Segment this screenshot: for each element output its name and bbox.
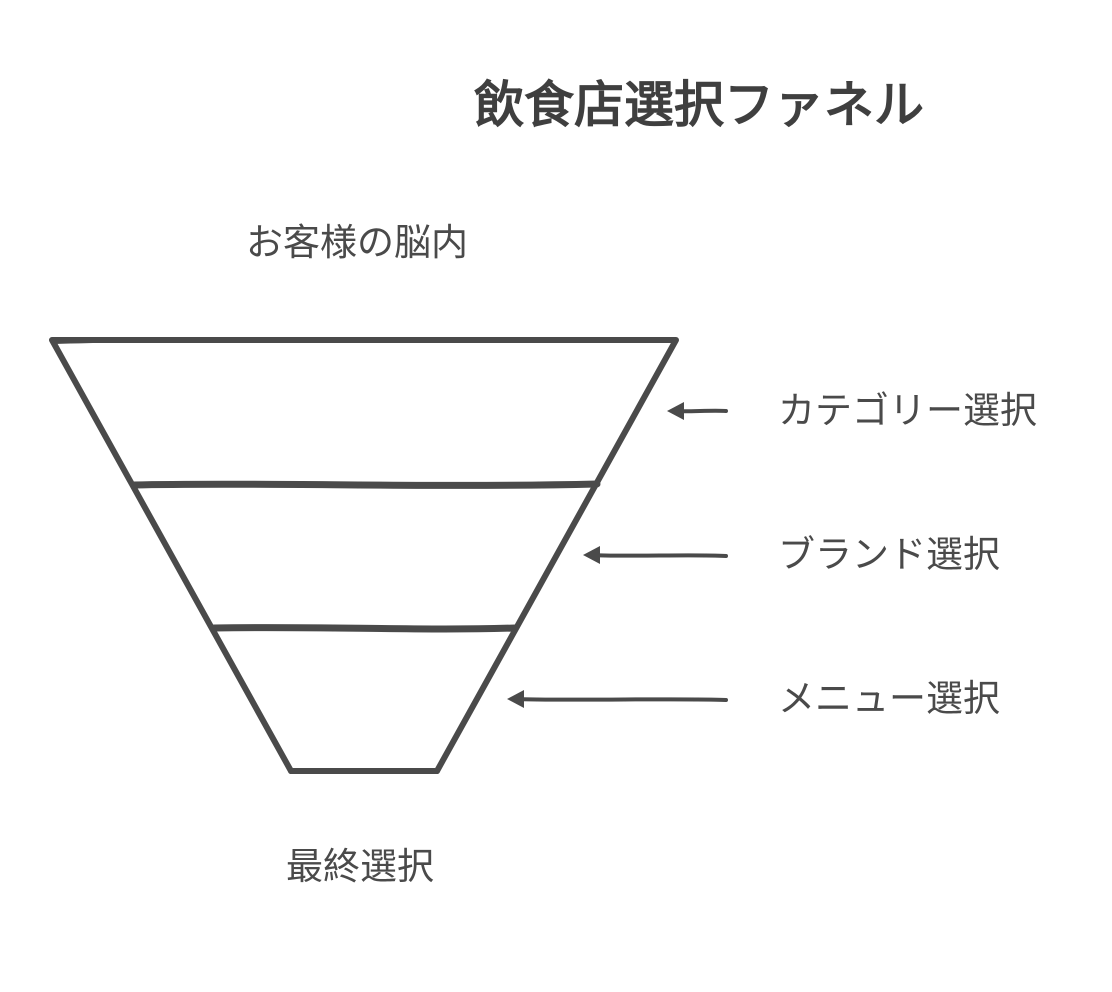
diagram-title: 飲食店選択ファネル [474, 76, 924, 134]
stage-label-category: カテゴリー選択 [778, 389, 1037, 432]
funnel-top-edge [52, 337, 676, 344]
top-caption: お客様の脳内 [246, 221, 468, 264]
stage-label-brand: ブランド選択 [778, 533, 1000, 576]
funnel-divider-2 [210, 624, 519, 633]
arrow-stage-2 [583, 546, 728, 564]
funnel-divider-1 [130, 480, 601, 489]
stage-label-menu: メニュー選択 [778, 677, 1000, 720]
funnel-outline [49, 337, 679, 774]
arrow-stage-1 [667, 402, 728, 420]
arrow-stage-3 [507, 690, 728, 708]
bottom-caption: 最終選択 [286, 845, 434, 888]
